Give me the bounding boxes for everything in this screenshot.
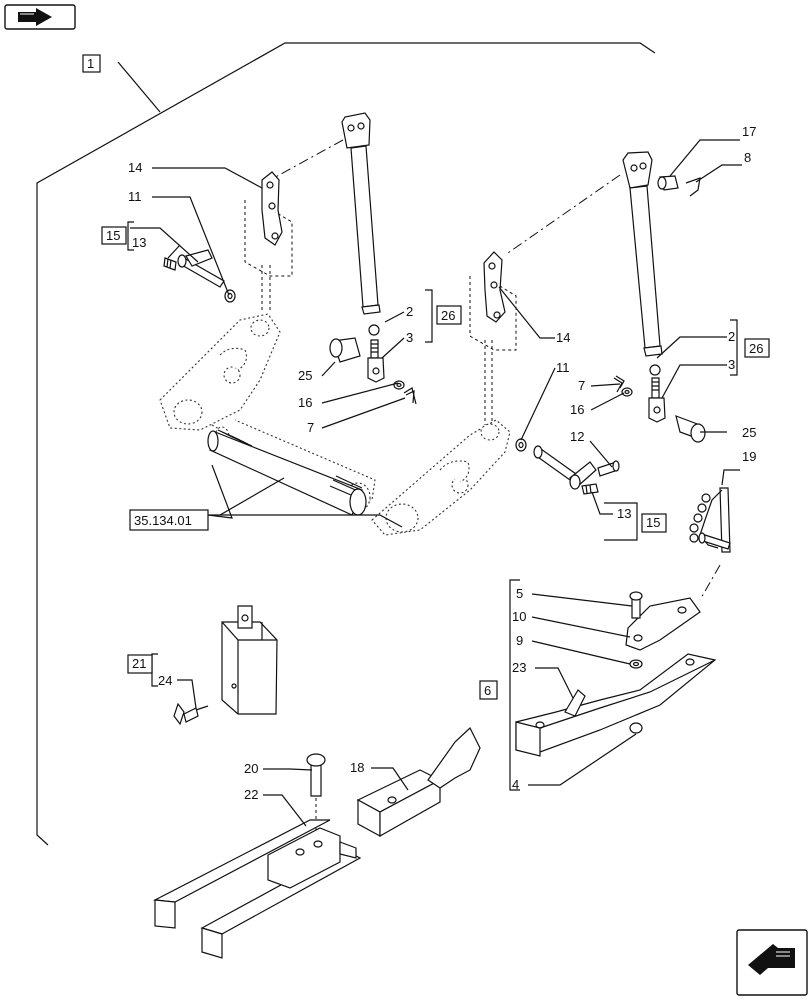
label-3-right: 3 — [728, 357, 735, 372]
label-20: 20 — [244, 761, 258, 776]
label-2-right: 2 — [728, 329, 735, 344]
left-clevis-pin — [329, 337, 361, 363]
label-18: 18 — [350, 760, 364, 775]
label-11-left: 11 — [128, 189, 142, 204]
label-13-left: 13 — [132, 235, 146, 250]
label-6: 6 — [484, 683, 491, 698]
right-clip — [613, 375, 625, 393]
label-box-1 — [82, 54, 101, 73]
wing-screw — [173, 702, 209, 726]
left-washer — [393, 380, 405, 390]
label-15-left: 15 — [106, 228, 120, 243]
label-box-21 — [127, 654, 153, 674]
drawbar-nut — [629, 722, 643, 734]
label-17: 17 — [742, 124, 756, 139]
label-16-right: 16 — [570, 402, 584, 417]
right-pivot-pin — [533, 445, 620, 495]
label-24: 24 — [158, 673, 172, 688]
label-11-right: 11 — [556, 360, 570, 375]
nav-prev-button[interactable] — [4, 4, 76, 30]
hitch-pin — [306, 753, 326, 797]
left-pivot-pin — [163, 249, 225, 288]
label-10: 10 — [512, 609, 526, 624]
label-25-left: 25 — [298, 368, 312, 383]
label-14-right: 14 — [556, 330, 570, 345]
label-box-26a — [436, 305, 462, 325]
arrow-left-icon — [748, 944, 795, 975]
label-12: 12 — [570, 429, 584, 444]
label-4: 4 — [512, 777, 519, 792]
label-22: 22 — [244, 787, 258, 802]
label-7-right: 7 — [578, 378, 585, 393]
arrow-right-icon — [18, 8, 52, 26]
label-box-15b — [641, 513, 667, 533]
drawbar-clamp-plate — [625, 597, 701, 651]
right-pin-washer — [515, 438, 527, 452]
label-box-6 — [479, 680, 498, 700]
label-8: 8 — [744, 150, 751, 165]
right-top-clip — [685, 177, 701, 197]
plate-bolt — [629, 591, 643, 619]
right-bracket-guide — [469, 276, 517, 351]
label-14-left: 14 — [128, 160, 142, 175]
hitch-frame — [152, 819, 362, 959]
callout-labels: 1 14 11 15 13 2 26 3 25 16 7 14 11 17 8 … — [87, 56, 763, 802]
right-top-pin — [657, 175, 679, 191]
label-9: 9 — [516, 633, 523, 648]
label-23: 23 — [512, 660, 526, 675]
left-turnbuckle-eye — [367, 324, 385, 383]
label-7-left: 7 — [307, 420, 314, 435]
label-box-ref — [129, 509, 209, 531]
label-box-26b — [744, 338, 770, 358]
label-2-left: 2 — [406, 304, 413, 319]
ref-leader-left — [207, 464, 233, 519]
assembly-outline — [36, 42, 656, 846]
guard-bracket — [221, 605, 278, 715]
label-box-15a — [101, 226, 127, 245]
right-rod-axis — [504, 174, 621, 256]
label-25-right: 25 — [742, 425, 756, 440]
label-13-right: 13 — [617, 506, 631, 521]
linch-pin-with-chain — [689, 487, 731, 553]
ref-35-134-01: 35.134.01 — [134, 513, 192, 528]
left-rod-axis — [269, 139, 344, 181]
label-16-left: 16 — [298, 395, 312, 410]
left-bracket-guide — [244, 200, 293, 277]
leader-lines — [117, 61, 742, 827]
right-lift-rod — [622, 151, 663, 357]
label-26-right: 26 — [749, 341, 763, 356]
right-clevis-pin — [675, 415, 706, 443]
left-clip — [403, 387, 417, 405]
label-15-right: 15 — [646, 515, 660, 530]
chain-pin-axis — [699, 564, 721, 601]
nav-next-button[interactable] — [736, 929, 808, 996]
left-lift-rod — [341, 112, 381, 315]
label-1: 1 — [87, 56, 94, 71]
right-washer — [621, 387, 633, 397]
label-3-left: 3 — [406, 330, 413, 345]
label-5: 5 — [516, 586, 523, 601]
plate-washer — [629, 659, 643, 669]
drawbar — [515, 653, 717, 757]
left-pin-washer — [224, 289, 236, 303]
label-21: 21 — [132, 656, 146, 671]
left-lift-bracket — [261, 171, 283, 246]
right-turnbuckle-eye — [648, 364, 666, 423]
pickup-hook — [356, 727, 481, 838]
right-lift-bracket — [483, 251, 506, 323]
label-19: 19 — [742, 449, 756, 464]
label-26-left: 26 — [441, 308, 455, 323]
